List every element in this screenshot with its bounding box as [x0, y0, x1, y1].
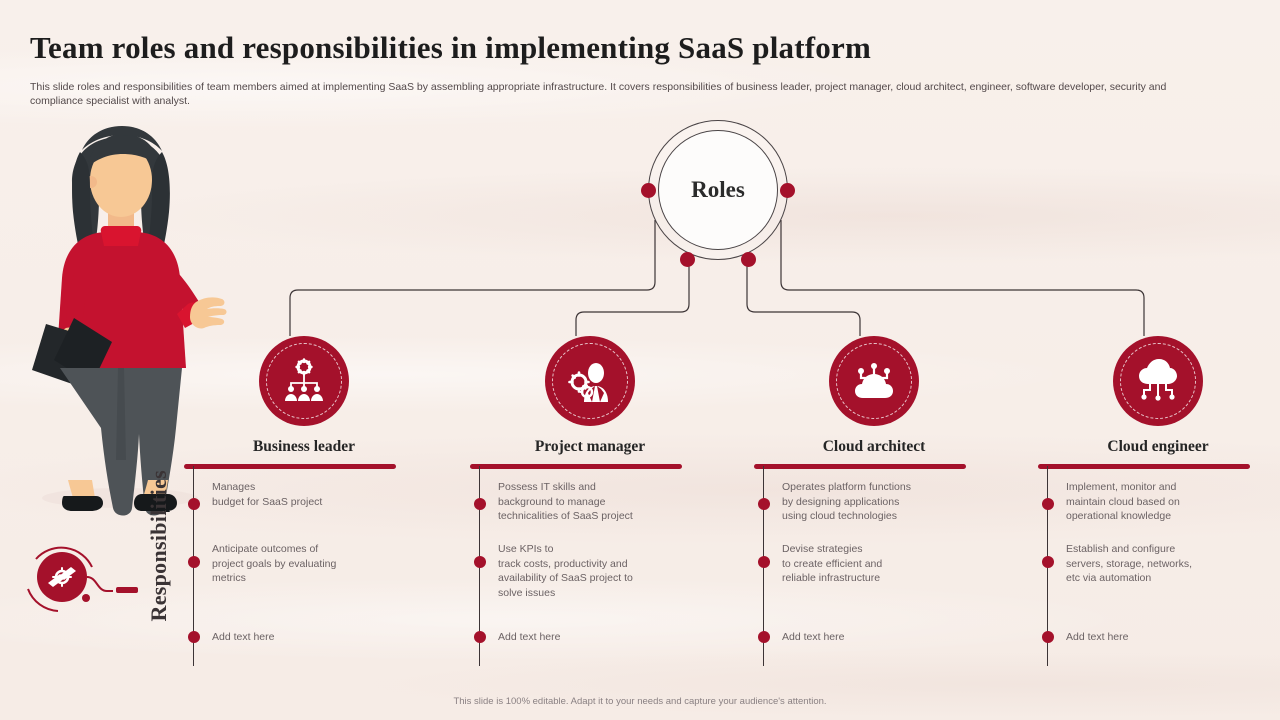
list-item[interactable]: Add text here: [470, 630, 710, 660]
page-subtitle: This slide roles and responsibilities of…: [30, 81, 1167, 107]
responsibilities-label: Responsibilities: [146, 470, 171, 622]
roles-inner-circle: Roles: [658, 130, 778, 250]
center-roles-node[interactable]: Roles: [641, 120, 795, 267]
role-underline: [184, 464, 396, 469]
cloud-circuit-icon[interactable]: [829, 336, 919, 426]
bullet-text: Establish and configure servers, storage…: [1066, 543, 1193, 584]
cloud-network-icon[interactable]: [1113, 336, 1203, 426]
list-item[interactable]: Establish and configure servers, storage…: [1038, 542, 1278, 630]
role-title: Business leader: [252, 438, 356, 455]
bullet-text: Add text here: [1066, 631, 1129, 643]
roles-connector-dot-left: [641, 183, 656, 198]
role-underline: [754, 464, 966, 469]
bullet-text: Devise strategies to create efficient an…: [782, 543, 883, 584]
bullet-text: Possess IT skills and background to mana…: [498, 481, 633, 522]
list-item[interactable]: Add text here: [754, 630, 994, 660]
list-item[interactable]: Add text here: [1038, 630, 1278, 660]
bullet-dot: [473, 631, 486, 643]
list-item[interactable]: Devise strategies to create efficient an…: [754, 542, 994, 630]
role-bullets: Operates platform functions by designing…: [754, 480, 994, 660]
role-bullets: Manages budget for SaaS project Anticipa…: [184, 480, 424, 660]
bullet-dot: [473, 498, 486, 510]
bullet-dot: [473, 556, 486, 568]
bullet-dot: [187, 556, 200, 568]
handshake-gear-icon: [27, 546, 138, 612]
manager-gear-icon[interactable]: [545, 336, 635, 426]
role-underline: [470, 464, 682, 469]
list-item[interactable]: Use KPIs to track costs, productivity an…: [470, 542, 710, 630]
bullet-dot: [187, 498, 200, 510]
bullet-text: Add text here: [212, 631, 275, 643]
roles-connector-dot-right: [780, 183, 795, 198]
org-gear-people-icon[interactable]: [259, 336, 349, 426]
roles-connector-dot-bottom-right: [741, 252, 756, 267]
list-item[interactable]: Anticipate outcomes of project goals by …: [184, 542, 424, 630]
bullet-dot: [1041, 498, 1054, 510]
role-title: Cloud engineer: [1107, 438, 1209, 455]
bullet-text: Manages budget for SaaS project: [212, 481, 323, 508]
role-bullets: Implement, monitor and maintain cloud ba…: [1038, 480, 1278, 660]
businesswoman-presenting-illustration: [32, 126, 227, 516]
bullet-text: Use KPIs to track costs, productivity an…: [498, 543, 633, 599]
bullet-text: Operates platform functions by designing…: [782, 481, 911, 522]
bullet-dot: [1041, 556, 1054, 568]
bullet-text: Add text here: [498, 631, 561, 643]
list-item[interactable]: Add text here: [184, 630, 424, 660]
roles-connector-dot-bottom-left: [680, 252, 695, 267]
slide-footer-note: This slide is 100% editable. Adapt it to…: [453, 696, 827, 707]
bullet-dot: [757, 556, 770, 568]
list-item[interactable]: Operates platform functions by designing…: [754, 480, 994, 542]
list-item[interactable]: Possess IT skills and background to mana…: [470, 480, 710, 542]
bullet-text: Implement, monitor and maintain cloud ba…: [1066, 481, 1180, 522]
bullet-dot: [1041, 631, 1054, 643]
role-bullets: Possess IT skills and background to mana…: [470, 480, 710, 660]
bullet-text: Add text here: [782, 631, 845, 643]
role-title: Project manager: [534, 438, 646, 455]
bullet-dot: [187, 631, 200, 643]
role-title: Cloud architect: [822, 438, 926, 455]
role-underline: [1038, 464, 1250, 469]
list-item[interactable]: Manages budget for SaaS project: [184, 480, 424, 542]
list-item[interactable]: Implement, monitor and maintain cloud ba…: [1038, 480, 1278, 542]
bullet-dot: [757, 498, 770, 510]
bullet-dot: [757, 631, 770, 643]
page-title: Team roles and responsibilities in imple…: [30, 30, 871, 65]
bullet-text: Anticipate outcomes of project goals by …: [212, 543, 337, 584]
roles-label: Roles: [691, 177, 745, 202]
